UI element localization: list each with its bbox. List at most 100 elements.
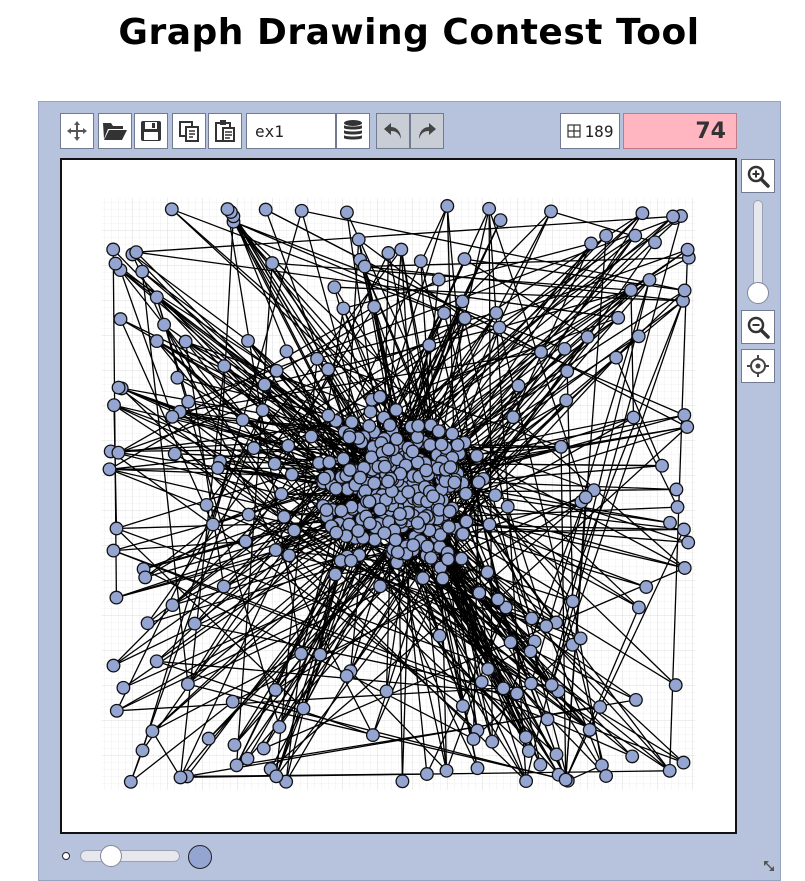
graph-node[interactable] [320, 504, 333, 517]
graph-node[interactable] [364, 405, 377, 418]
zoom-slider-thumb[interactable] [747, 282, 769, 304]
graph-node[interactable] [374, 391, 387, 404]
graph-node[interactable] [328, 281, 341, 294]
graph-drawing[interactable] [62, 160, 735, 832]
graph-node[interactable] [117, 682, 130, 695]
graph-node[interactable] [525, 677, 538, 690]
graph-node[interactable] [535, 346, 548, 359]
graph-node[interactable] [444, 461, 457, 474]
center-view-button[interactable] [741, 349, 775, 383]
graph-node[interactable] [460, 488, 473, 501]
graph-node[interactable] [295, 647, 308, 660]
graph-node[interactable] [494, 214, 507, 227]
graph-node[interactable] [417, 572, 430, 585]
graph-node[interactable] [443, 521, 456, 534]
file-name-input[interactable] [246, 113, 336, 149]
graph-node[interactable] [266, 257, 279, 270]
graph-node[interactable] [550, 748, 563, 761]
graph-node[interactable] [358, 260, 371, 273]
graph-node[interactable] [520, 731, 533, 744]
graph-node[interactable] [311, 353, 324, 366]
graph-node[interactable] [411, 517, 424, 530]
graph-node[interactable] [182, 395, 195, 408]
copy-button[interactable] [172, 113, 206, 149]
graph-node[interactable] [380, 685, 393, 698]
graph-node[interactable] [667, 210, 680, 223]
graph-node[interactable] [239, 535, 252, 548]
graph-node[interactable] [443, 505, 456, 518]
graph-node[interactable] [632, 330, 645, 343]
graph-node[interactable] [458, 253, 471, 266]
graph-node[interactable] [600, 229, 613, 242]
graph-node[interactable] [649, 236, 662, 249]
graph-node[interactable] [643, 274, 656, 287]
graph-node[interactable] [107, 544, 120, 557]
graph-node[interactable] [340, 670, 353, 683]
graph-node[interactable] [678, 409, 691, 422]
graph-node[interactable] [436, 572, 449, 585]
graph-node[interactable] [314, 648, 327, 661]
graph-node[interactable] [389, 534, 402, 547]
graph-node[interactable] [633, 601, 646, 614]
graph-node[interactable] [110, 522, 123, 535]
graph-node[interactable] [329, 568, 342, 581]
graph-node[interactable] [490, 307, 503, 320]
graph-node[interactable] [379, 460, 392, 473]
graph-node[interactable] [545, 679, 558, 692]
graph-node[interactable] [230, 759, 243, 772]
graph-node[interactable] [166, 203, 179, 216]
graph-node[interactable] [103, 463, 116, 476]
graph-node[interactable] [438, 307, 451, 320]
graph-node[interactable] [242, 508, 255, 521]
graph-node[interactable] [497, 682, 510, 695]
graph-node[interactable] [421, 768, 434, 781]
graph-node[interactable] [394, 508, 407, 521]
graph-node[interactable] [467, 733, 480, 746]
graph-node[interactable] [288, 524, 301, 537]
graph-node[interactable] [269, 684, 282, 697]
graph-node[interactable] [483, 203, 496, 216]
graph-node[interactable] [523, 745, 536, 758]
graph-node[interactable] [146, 725, 159, 738]
graph-node[interactable] [256, 404, 269, 417]
graph-node[interactable] [670, 483, 683, 496]
move-button[interactable] [60, 113, 94, 149]
graph-node[interactable] [295, 205, 308, 218]
undo-button[interactable] [376, 113, 410, 149]
graph-node[interactable] [318, 472, 331, 485]
graph-node[interactable] [248, 442, 261, 455]
graph-node[interactable] [207, 518, 220, 531]
graph-node[interactable] [493, 321, 506, 334]
graph-canvas[interactable] [60, 158, 737, 834]
graph-node[interactable] [226, 695, 239, 708]
graph-node[interactable] [337, 453, 350, 466]
save-button[interactable] [134, 113, 168, 149]
graph-node[interactable] [352, 525, 365, 538]
graph-node[interactable] [627, 411, 640, 424]
graph-node[interactable] [364, 517, 377, 530]
graph-node[interactable] [520, 775, 533, 788]
graph-node[interactable] [504, 636, 517, 649]
graph-node[interactable] [663, 765, 676, 778]
graph-node[interactable] [188, 617, 201, 630]
graph-node[interactable] [374, 580, 387, 593]
graph-node[interactable] [433, 629, 446, 642]
graph-node[interactable] [305, 430, 318, 443]
graph-node[interactable] [107, 659, 120, 672]
graph-node[interactable] [681, 243, 694, 256]
graph-node[interactable] [440, 764, 453, 777]
graph-node[interactable] [382, 443, 395, 456]
graph-node[interactable] [270, 365, 283, 378]
graph-node[interactable] [541, 713, 554, 726]
graph-node[interactable] [278, 511, 291, 524]
graph-node[interactable] [202, 732, 215, 745]
graph-node[interactable] [109, 257, 122, 270]
graph-node[interactable] [107, 243, 120, 256]
graph-node[interactable] [259, 203, 272, 216]
graph-node[interactable] [471, 762, 484, 775]
graph-node[interactable] [130, 246, 143, 259]
graph-node[interactable] [581, 331, 594, 344]
graph-node[interactable] [112, 446, 125, 459]
graph-node[interactable] [158, 318, 171, 331]
graph-node[interactable] [489, 489, 502, 502]
